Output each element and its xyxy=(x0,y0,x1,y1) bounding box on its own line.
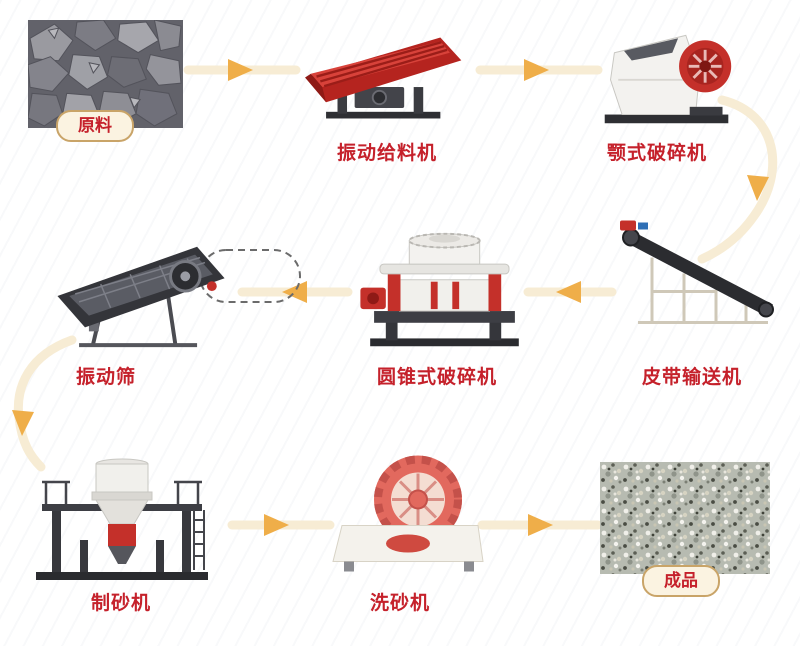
arrow-head xyxy=(556,281,581,303)
arrow-heads xyxy=(12,59,769,536)
cone-crusher-illustration xyxy=(358,225,530,357)
arrow-head xyxy=(264,514,289,536)
vibrating-feeder-illustration xyxy=(295,28,480,128)
finished-product-tag: 成品 xyxy=(642,565,720,597)
raw-material-tag: 原料 xyxy=(56,110,134,142)
vibrating-feeder-icon xyxy=(305,37,462,119)
sand-maker-icon xyxy=(36,458,208,580)
vibrating-screen-icon xyxy=(57,246,225,348)
arrow-head xyxy=(528,514,553,536)
sand-washer-icon xyxy=(332,455,484,572)
stage-label-cone: 圆锥式破碎机 xyxy=(376,367,497,388)
sand-maker-illustration xyxy=(22,452,222,587)
stage-label-washer: 洗砂机 xyxy=(369,593,430,614)
belt-conveyor-icon xyxy=(620,220,774,324)
sand-washer-illustration xyxy=(330,452,485,577)
sand-gravel-illustration xyxy=(600,462,770,574)
stage-label-conveyor: 皮带输送机 xyxy=(641,367,742,388)
stage-label-screen: 振动筛 xyxy=(75,367,136,388)
raw-material-photo xyxy=(28,20,183,128)
belt-conveyor-illustration xyxy=(618,218,778,336)
stage-label-jaw: 颚式破碎机 xyxy=(606,143,707,164)
arrow-head xyxy=(228,59,253,81)
jaw-crusher-icon xyxy=(604,34,732,124)
cone-crusher-icon xyxy=(360,232,519,347)
arrow-head xyxy=(747,175,769,201)
stage-label-feeder: 振动给料机 xyxy=(336,143,437,164)
arrow-head xyxy=(524,59,549,81)
rocks-illustration xyxy=(28,20,183,128)
vibrating-screen-illustration xyxy=(48,235,238,353)
finished-product-photo xyxy=(600,462,770,574)
arrow-head xyxy=(282,281,307,303)
arrow-head xyxy=(12,410,34,436)
jaw-crusher-illustration xyxy=(597,18,737,130)
stage-label-sand-maker: 制砂机 xyxy=(90,593,151,614)
